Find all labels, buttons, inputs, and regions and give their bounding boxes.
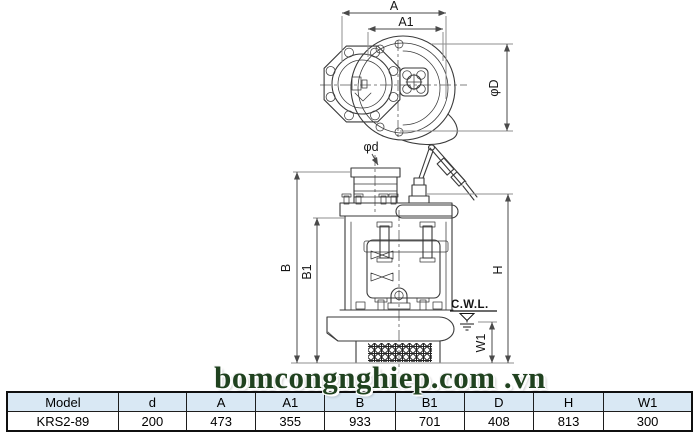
cable-gland xyxy=(408,177,430,204)
top-view-centerlines xyxy=(320,40,467,140)
dim-label-A: A xyxy=(390,0,399,13)
col-header-h: H xyxy=(532,391,605,412)
table-row: KRS2-89 200 473 355 933 701 408 813 300 xyxy=(6,411,693,432)
discharge-coupling xyxy=(350,167,401,204)
cell-b1: 701 xyxy=(394,411,465,432)
cell-d: 200 xyxy=(117,411,188,432)
col-header-model: Model xyxy=(6,391,119,412)
side-view-centerlines xyxy=(374,155,400,368)
dim-label-B: B xyxy=(279,264,293,272)
col-header-a: A xyxy=(185,391,257,412)
cell-dd: 408 xyxy=(463,411,534,432)
flange-bolt-holes xyxy=(325,47,399,121)
shaft-flange-square xyxy=(399,67,429,97)
dim-label-H: H xyxy=(491,265,505,274)
cell-w1: 300 xyxy=(603,411,693,432)
cwl-label: C.W.L. xyxy=(451,299,489,311)
dim-label-phid: φd xyxy=(363,140,378,154)
top-view-dimensions: A A1 φD xyxy=(341,0,513,132)
col-header-b1: B1 xyxy=(394,391,465,412)
water-level-symbol: C.W.L. xyxy=(450,299,497,331)
lifting-eye xyxy=(390,287,408,304)
power-cable xyxy=(418,144,478,201)
dim-label-W1: W1 xyxy=(474,334,488,353)
motor-casing xyxy=(344,215,453,311)
bottom-volute xyxy=(326,297,455,342)
cell-a1: 355 xyxy=(255,411,326,432)
strainer-mesh xyxy=(368,343,432,362)
side-view-pump xyxy=(326,144,478,364)
flange-center-detail xyxy=(351,76,372,102)
discharge-flange-octagon xyxy=(323,45,401,123)
watermark: bomcongnghiep.com .vn xyxy=(214,360,546,395)
col-header-dd: D xyxy=(463,391,534,412)
top-view-pump-casing xyxy=(323,35,458,146)
dim-label-phiD: φD xyxy=(487,79,501,96)
cell-h: 813 xyxy=(532,411,605,432)
volute-tail xyxy=(401,113,458,146)
volute-bolts xyxy=(375,39,404,137)
cell-model: KRS2-89 xyxy=(6,411,119,432)
dimension-table: Model d A A1 B B1 D H W1 KRS2-89 200 473… xyxy=(6,391,693,432)
cell-a: 473 xyxy=(185,411,257,432)
col-header-a1: A1 xyxy=(255,391,326,412)
cell-b: 933 xyxy=(324,411,396,432)
clamp-detail-upper xyxy=(370,250,394,260)
dim-label-B1: B1 xyxy=(300,264,314,279)
dim-label-A1: A1 xyxy=(398,15,413,29)
side-view-dimensions: φd B B1 H W1 xyxy=(279,140,514,364)
top-flange-plate xyxy=(339,193,459,219)
clamp-detail-lower xyxy=(370,272,394,282)
pump-dimension-drawing: A A1 φD xyxy=(279,0,514,368)
